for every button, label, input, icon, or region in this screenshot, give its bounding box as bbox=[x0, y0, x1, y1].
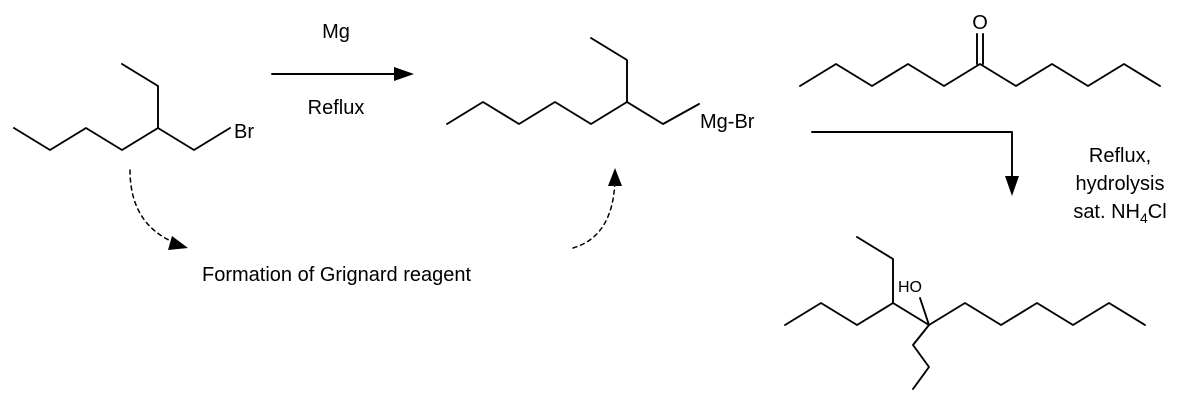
grignard-bond-label: - bbox=[728, 111, 735, 133]
step1-arrow bbox=[271, 67, 414, 81]
product-hydroxyl-label: HO bbox=[898, 279, 922, 296]
reactant-molecule: Br bbox=[13, 63, 254, 151]
ketone-oxygen-label: O bbox=[972, 12, 988, 34]
product-ethyl-branch bbox=[856, 236, 894, 304]
ketone-skeleton bbox=[799, 63, 1161, 87]
reactant-ethyl-branch bbox=[121, 63, 159, 129]
step2-reagent-prefix: sat. NH bbox=[1073, 201, 1140, 223]
annotation-arrow-left bbox=[129, 169, 188, 250]
product-butyl-branch bbox=[912, 324, 930, 390]
step1-condition: Reflux bbox=[308, 97, 365, 119]
step2-reagent-subscript: 4 bbox=[1140, 210, 1148, 226]
grignard-skeleton bbox=[446, 101, 700, 125]
annotation-arrow-right bbox=[572, 168, 622, 249]
step2-condition-line1: Reflux, bbox=[1089, 145, 1151, 167]
product-skeleton bbox=[784, 302, 1146, 326]
step1-reagent: Mg bbox=[322, 21, 350, 43]
grignard-label: Mg-Br bbox=[700, 111, 755, 133]
product-molecule: HO bbox=[784, 236, 1146, 390]
step2-reagent-suffix: Cl bbox=[1148, 201, 1167, 223]
ketone-molecule: O bbox=[799, 12, 1161, 87]
grignard-molecule: Mg-Br bbox=[446, 37, 755, 133]
grignard-ethyl-branch bbox=[590, 37, 628, 103]
step2-condition-line3: sat. NH4Cl bbox=[1073, 201, 1166, 226]
annotation-label: Formation of Grignard reagent bbox=[202, 264, 471, 286]
reactant-bromine-label: Br bbox=[234, 121, 254, 143]
step2-arrow bbox=[811, 131, 1019, 196]
reactant-skeleton bbox=[13, 127, 231, 151]
step2-condition-line2: hydrolysis bbox=[1076, 173, 1165, 195]
grignard-magnesium-label: Mg bbox=[700, 111, 728, 133]
product-hydroxyl-bond bbox=[919, 297, 930, 326]
grignard-bromine-label: Br bbox=[734, 111, 754, 133]
